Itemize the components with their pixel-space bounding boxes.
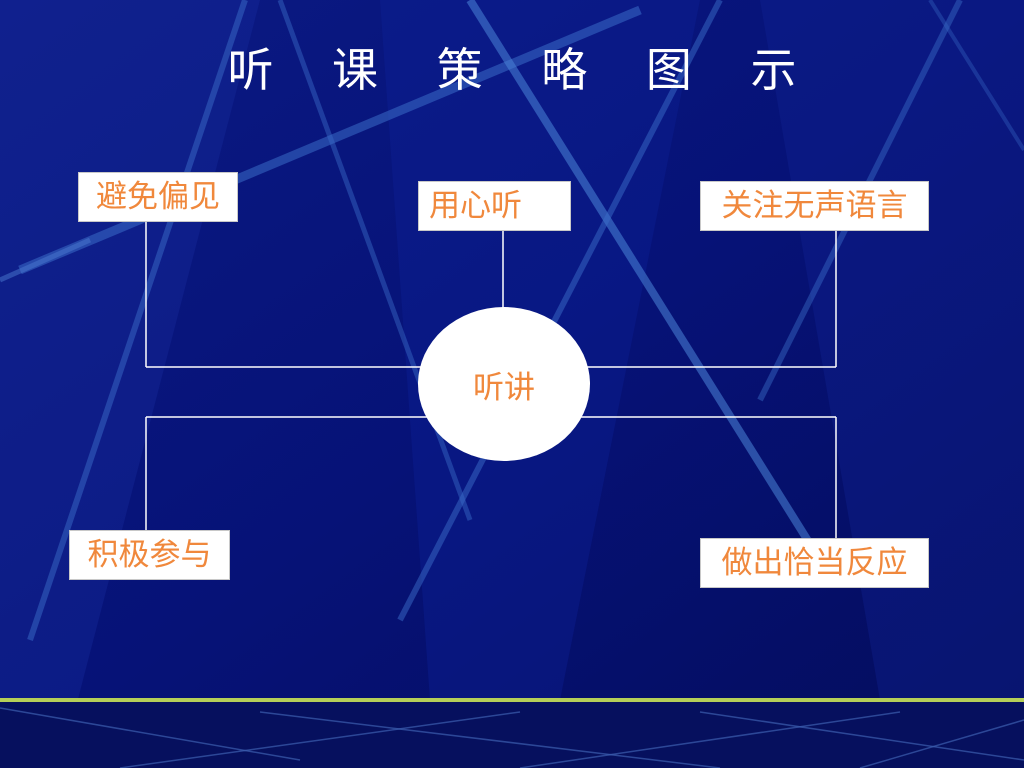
center-node-label: 听讲 [473, 369, 535, 406]
node-avoid-bias: 避免偏见 [78, 172, 238, 222]
node-nonverbal: 关注无声语言 [700, 181, 929, 231]
node-respond: 做出恰当反应 [700, 538, 929, 588]
slide-title: 听 课 策 略 图 示 [227, 43, 819, 97]
node-listen-attentively: 用心听 [418, 181, 571, 231]
center-node-listening: 听讲 [418, 307, 590, 461]
node-participate: 积极参与 [69, 530, 230, 580]
